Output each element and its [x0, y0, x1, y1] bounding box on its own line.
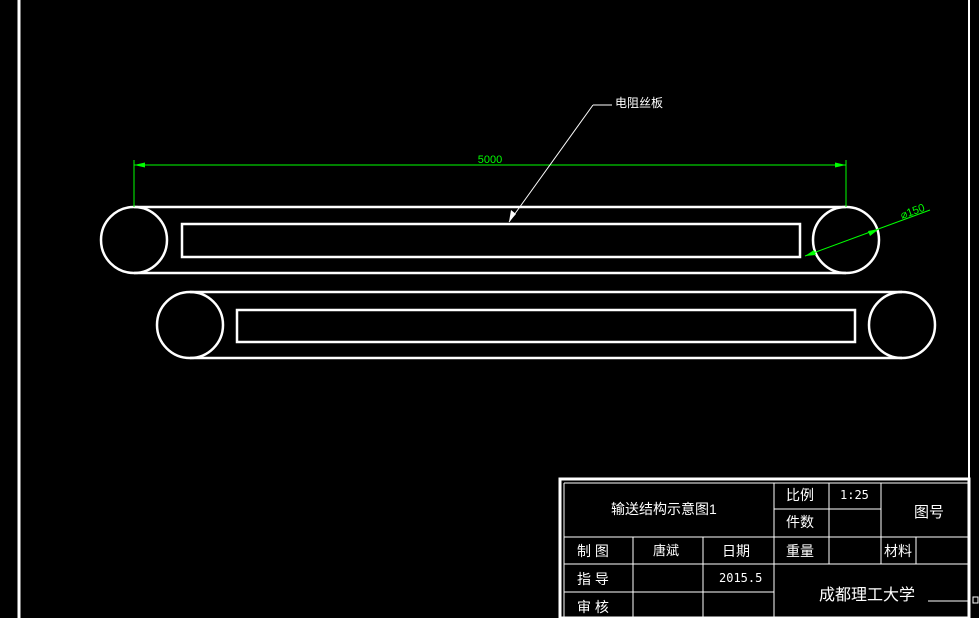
scale-label: 比例 [786, 487, 814, 503]
lower-heater-plate [235, 308, 857, 344]
dimension-arrow-left [134, 162, 145, 168]
corner-marker [972, 596, 979, 604]
diameter-arrow-left [805, 250, 816, 256]
diameter-dimension-text: ⌀150 [899, 202, 927, 222]
lower-left-roller [155, 290, 225, 360]
heater-annotation: 电阻丝板 [508, 96, 663, 223]
date-label: 日期 [722, 543, 750, 559]
weight-label: 重量 [786, 543, 814, 559]
dimension-arrow-right [835, 162, 846, 168]
organization-name: 成都理工大学 [819, 586, 915, 604]
lower-conveyor [155, 290, 937, 360]
length-dimension-text: 5000 [478, 154, 502, 166]
diameter-dimension: ⌀150 [804, 202, 931, 257]
guide-label: 指 导 [577, 571, 609, 587]
review-label: 审 核 [577, 599, 609, 615]
upper-heater-plate [180, 222, 802, 259]
title-block [558, 477, 979, 618]
title-block-outer-frame [558, 477, 971, 618]
length-dimension: 5000 [133, 154, 847, 207]
material-label: 材料 [884, 543, 912, 559]
drawn-by-name: 唐斌 [653, 543, 679, 558]
drawn-label: 制 图 [577, 543, 609, 559]
drawing-number-label: 图号 [914, 504, 944, 521]
diameter-arrow-right [868, 229, 879, 236]
upper-conveyor [99, 205, 881, 275]
upper-left-roller [99, 205, 169, 275]
drawing-title: 输送结构示意图1 [611, 501, 717, 517]
annotation-arrow [509, 210, 516, 222]
date-value: 2015.5 [719, 571, 762, 585]
scale-value: 1:25 [840, 488, 869, 502]
upper-right-roller [811, 205, 881, 275]
title-block-text: 输送结构示意图1 比例 1:25 件数 图号 制 图 唐斌 日期 重量 材料 指… [577, 487, 944, 615]
quantity-label: 件数 [786, 514, 814, 530]
annotation-label: 电阻丝板 [615, 96, 663, 110]
annotation-leader [508, 104, 594, 223]
diameter-leader [804, 209, 931, 257]
lower-right-roller [867, 290, 937, 360]
